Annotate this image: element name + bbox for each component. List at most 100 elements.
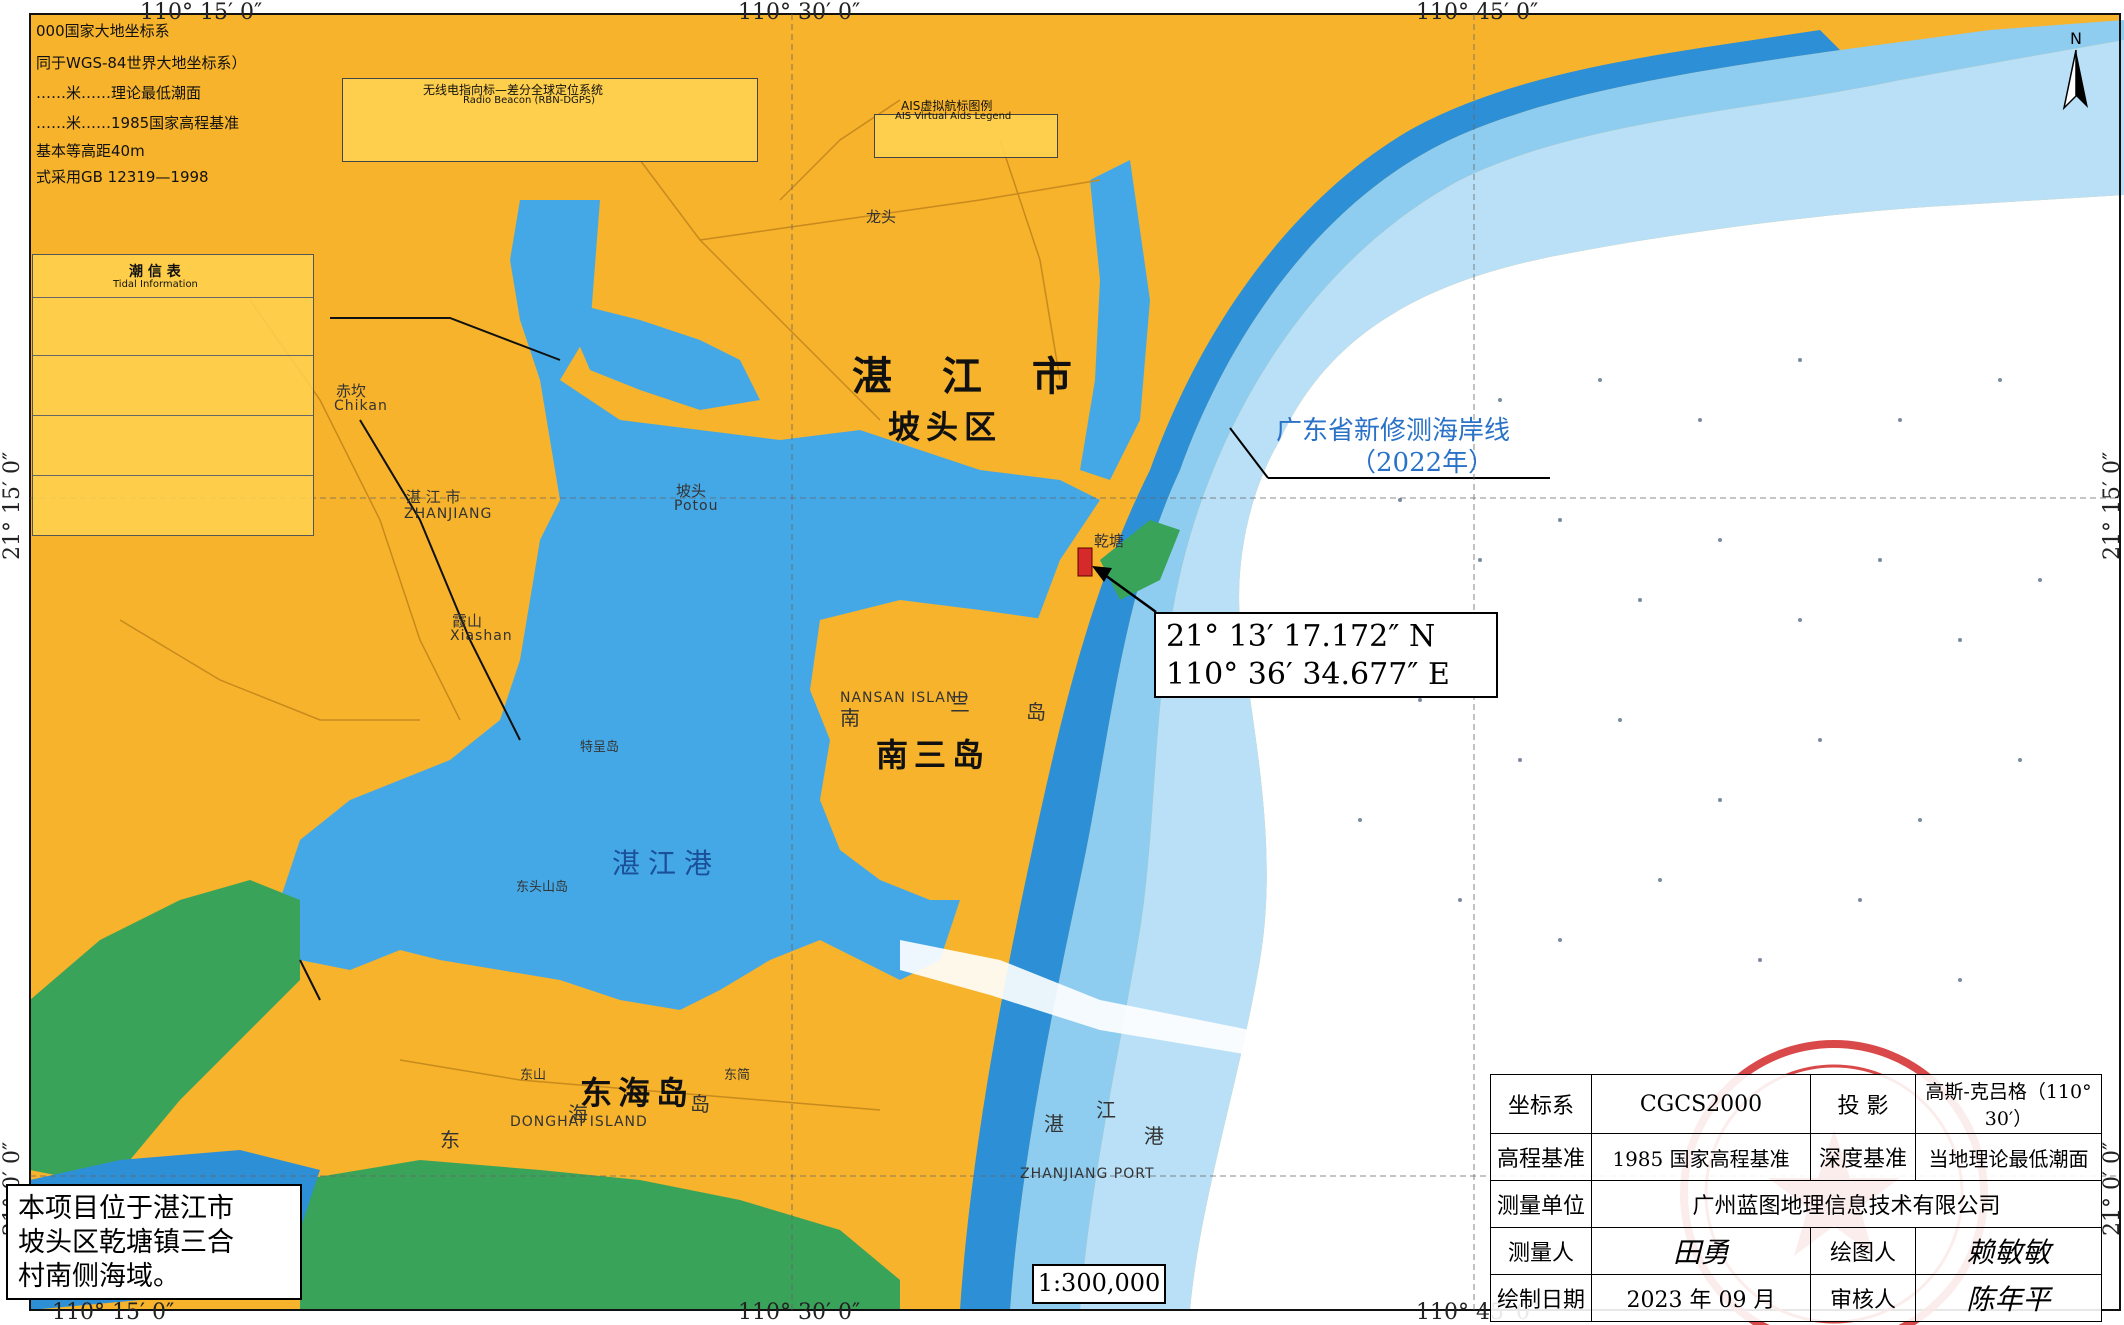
dgps-title: 无线电指向标—差分全球定位系统 — [423, 83, 604, 97]
table-row: 绘制日期 2023 年 09 月 审核人 陈年平 — [1490, 1274, 2102, 1322]
label-city: 湛 江 市 — [852, 354, 1090, 400]
legend-line-6: 式采用GB 12319—1998 — [36, 168, 209, 186]
label-tebao: 特呈岛 — [580, 740, 620, 755]
label-xiashan: 霞山 — [452, 612, 483, 630]
label-harbor: 湛江港 — [612, 847, 721, 880]
unit-value: 广州蓝图地理信息技术有限公司 — [1591, 1180, 2102, 1228]
label-potou: 坡头 — [676, 482, 707, 500]
label-nansan-small-1: 南 — [840, 706, 860, 730]
label-port-small-2: 江 — [1096, 1098, 1116, 1122]
green-zone-qiantang — [1100, 520, 1180, 600]
label-district: 坡头区 — [888, 408, 1003, 446]
tick-top-2: 110° 30′ 0″ — [738, 0, 861, 25]
coordinate-box: 21° 13′ 17.172″ N 110° 36′ 34.677″ E — [1154, 612, 1498, 698]
tide-row-divider — [33, 475, 313, 476]
projection-value: 高斯-克吕格（110° 30′） — [1915, 1074, 2102, 1134]
label-longtou: 龙头 — [866, 208, 897, 226]
estuary-branch-east — [1080, 160, 1150, 480]
tick-left-1: 21° 15′ 0″ — [0, 451, 25, 560]
tick-right-2: 21° 0′ 0″ — [2100, 1141, 2124, 1236]
label-donghai-en: DONGHAI ISLAND — [510, 1114, 648, 1130]
rail-lines — [299, 317, 561, 1001]
estuary-branch-north — [560, 300, 760, 410]
tide-title-en: Tidal Information — [113, 279, 198, 290]
ais-title-en: AIS Virtual Aids Legend — [895, 111, 1012, 122]
label-nansan: 南三岛 — [876, 736, 991, 774]
label-zhanjiang-en: ZHANJIANG — [404, 506, 493, 522]
label-nansan-small-2: 三 — [950, 692, 970, 716]
open-sea — [1190, 195, 2124, 1310]
coord-leader-arrow — [1092, 566, 1112, 582]
label-port-en: ZHANJIANG PORT — [1020, 1166, 1155, 1182]
legend-line-4: ……米……1985国家高程基准 — [36, 114, 240, 132]
legend-line-2: 同于WGS-84世界大地坐标系） — [36, 54, 247, 72]
elev-value: 1985 国家高程基准 — [1591, 1133, 1811, 1181]
tide-row-divider — [33, 415, 313, 416]
reviewer-label: 审核人 — [1810, 1274, 1916, 1322]
label-port-small-1: 湛 — [1044, 1112, 1064, 1136]
ais-title: AIS虚拟航标图例 — [901, 99, 993, 113]
legend-line-1: 000国家大地坐标系 — [36, 22, 170, 40]
date-value: 2023 年 09 月 — [1591, 1274, 1811, 1322]
project-site-marker — [1077, 547, 1093, 577]
depth-label: 深度基准 — [1810, 1133, 1916, 1181]
nansan-island-land — [810, 600, 1060, 900]
note-line-3: 村南侧海域。 — [18, 1261, 180, 1292]
reviewer-signature: 陈年平 — [1915, 1274, 2102, 1322]
north-arrow-icon: N — [2062, 29, 2088, 111]
drafter-signature: 赖敏敏 — [1915, 1227, 2102, 1275]
elev-label: 高程基准 — [1490, 1133, 1592, 1181]
svg-text:N: N — [2070, 29, 2082, 48]
label-xiashan-en: Xiashan — [450, 628, 513, 644]
tide-panel: 潮 信 表 Tidal Information — [32, 254, 314, 536]
table-row: 高程基准 1985 国家高程基准 深度基准 当地理论最低潮面 — [1490, 1133, 2102, 1181]
dgps-title-en: Radio Beacon (RBN-DGPS) — [463, 95, 596, 106]
shallow-sea-belt — [1080, 40, 2124, 1310]
tick-bottom-2: 110° 30′ 0″ — [738, 1300, 861, 1325]
tide-title: 潮 信 表 — [129, 264, 181, 280]
table-row: 坐标系 CGCS2000 投 影 高斯-克吕格（110° 30′） — [1490, 1074, 2102, 1134]
drafter-label: 绘图人 — [1810, 1227, 1916, 1275]
green-zone-west — [30, 880, 300, 1180]
surveyor-label: 测量人 — [1490, 1227, 1592, 1275]
unit-label: 测量单位 — [1490, 1180, 1592, 1228]
note-line-2: 坡头区乾塘镇三合 — [18, 1227, 234, 1258]
tide-row-divider — [33, 297, 313, 298]
coord-leader — [1097, 568, 1157, 614]
label-donghai-small-2: 海 — [568, 1102, 588, 1126]
green-zone-south — [300, 1160, 900, 1310]
label-nansan-small-3: 岛 — [1026, 700, 1046, 724]
label-port-small-3: 港 — [1144, 1124, 1164, 1148]
label-donghai-small-3: 岛 — [690, 1092, 710, 1116]
label-qiantang: 乾塘 — [1094, 532, 1125, 550]
tide-row-divider — [33, 355, 313, 356]
coordinate-lat: 21° 13′ 17.172″ N — [1166, 619, 1436, 654]
coordinate-lon: 110° 36′ 34.677″ E — [1166, 657, 1450, 692]
depth-value: 当地理论最低潮面 — [1915, 1133, 2102, 1181]
label-donghai: 东海岛 — [580, 1074, 695, 1112]
ais-legend: AIS虚拟航标图例 AIS Virtual Aids Legend — [874, 99, 1058, 158]
label-dongtou-shan: 东头山岛 — [516, 880, 569, 895]
title-block-table: 坐标系 CGCS2000 投 影 高斯-克吕格（110° 30′） 高程基准 1… — [1490, 1074, 2102, 1322]
date-label: 绘制日期 — [1490, 1274, 1592, 1322]
coord-sys-label: 坐标系 — [1490, 1074, 1592, 1134]
coastline-leader — [1229, 427, 1269, 479]
label-potou-en: Potou — [674, 498, 719, 514]
coastline-label-line1: 广东省新修测海岸线 — [1276, 416, 1511, 446]
tick-top-3: 110° 45′ 0″ — [1416, 0, 1539, 25]
legend-line-3: ……米……理论最低潮面 — [36, 84, 202, 102]
label-chikan-en: Chikan — [334, 398, 388, 414]
scale-label: 1:300,000 — [1032, 1264, 1166, 1304]
tick-bottom-1: 110° 15′ 0″ — [52, 1300, 175, 1325]
label-donggu: 东简 — [724, 1068, 751, 1083]
label-donghai-small-1: 东 — [440, 1128, 460, 1152]
note-line-1: 本项目位于湛江市 — [18, 1193, 234, 1224]
legend-line-5: 基本等高距40m — [36, 142, 145, 160]
label-nansan-en: NANSAN ISLAND — [840, 690, 970, 706]
tick-right-1: 21° 15′ 0″ — [2100, 451, 2124, 560]
dgps-table: 无线电指向标—差分全球定位系统 Radio Beacon (RBN-DGPS) — [342, 78, 758, 162]
table-row: 测量人 田勇 绘图人 赖敏敏 — [1490, 1227, 2102, 1275]
table-row: 测量单位 广州蓝图地理信息技术有限公司 — [1490, 1180, 2102, 1228]
port-channel — [900, 940, 1400, 1060]
